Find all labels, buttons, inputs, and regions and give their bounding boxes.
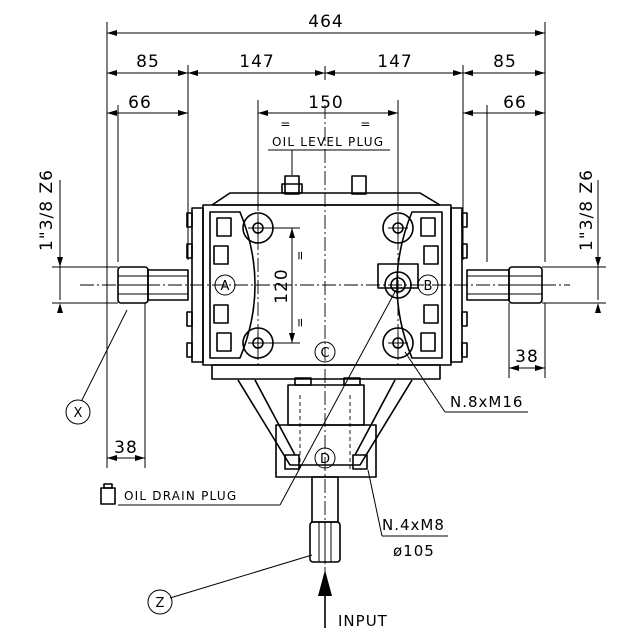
- marker-d: D: [314, 447, 336, 469]
- mounting-bolt-holes: [242, 212, 419, 359]
- input-shaft: [309, 476, 341, 563]
- marker-b: B: [417, 274, 439, 296]
- leader-lines: [81, 149, 528, 599]
- bolt-hole-top-right: [382, 212, 414, 244]
- dim-left-offset: 85: [136, 52, 160, 72]
- eq-mark-lower: =: [293, 316, 307, 327]
- dim-left-shaft: 66: [128, 93, 152, 113]
- oil-drain-plug-icon: [100, 483, 116, 505]
- eq-mark-upper: =: [293, 249, 307, 260]
- dim-mount-width: 150: [308, 93, 343, 113]
- dim-left-spline: 38: [114, 438, 138, 458]
- label-flange-diameter: ø105: [393, 542, 435, 560]
- marker-c: C: [314, 341, 336, 363]
- dim-left-thread: 1"3/8 Z6: [37, 169, 57, 251]
- input-housing: [237, 379, 413, 478]
- dim-left-half: 147: [239, 52, 274, 72]
- svg-text:A: A: [221, 279, 230, 294]
- dim-right-offset: 85: [493, 52, 517, 72]
- svg-text:X: X: [74, 406, 83, 421]
- dim-overall-width: 464: [308, 12, 343, 32]
- dim-right-spline: 38: [515, 347, 539, 367]
- shaft-markers: A B C D X Z: [65, 274, 439, 615]
- dimension-lines: [52, 22, 606, 468]
- callout-labels: OIL LEVEL PLUG N.8xM16 OIL DRAIN PLUG N.…: [124, 135, 523, 630]
- right-output-shaft: [466, 266, 543, 304]
- marker-a: A: [214, 274, 236, 296]
- eq-mark-left: =: [280, 117, 291, 131]
- marker-z: Z: [147, 589, 173, 615]
- label-bolts-flange: N.4xM8: [382, 516, 445, 534]
- dim-right-half: 147: [377, 52, 412, 72]
- input-arrow-icon: [318, 570, 332, 628]
- svg-text:Z: Z: [156, 596, 165, 611]
- marker-x: X: [65, 399, 91, 425]
- eq-mark-right: =: [360, 117, 371, 131]
- label-input: INPUT: [338, 612, 388, 630]
- left-output-shaft: [117, 266, 189, 304]
- dim-mount-height: 120: [272, 268, 292, 303]
- svg-text:B: B: [424, 279, 433, 294]
- label-oil-level-plug: OIL LEVEL PLUG: [272, 135, 384, 149]
- dim-right-shaft: 66: [503, 93, 527, 113]
- dimension-texts: 464 85 147 147 85 150 66 66 = = 120 = = …: [37, 12, 597, 458]
- dim-right-thread: 1"3/8 Z6: [577, 169, 597, 251]
- label-bolts-side: N.8xM16: [450, 393, 523, 411]
- svg-text:D: D: [320, 452, 330, 467]
- svg-text:C: C: [320, 346, 329, 361]
- label-oil-drain-plug: OIL DRAIN PLUG: [124, 489, 237, 503]
- bolt-hole-bottom-right: [382, 327, 414, 359]
